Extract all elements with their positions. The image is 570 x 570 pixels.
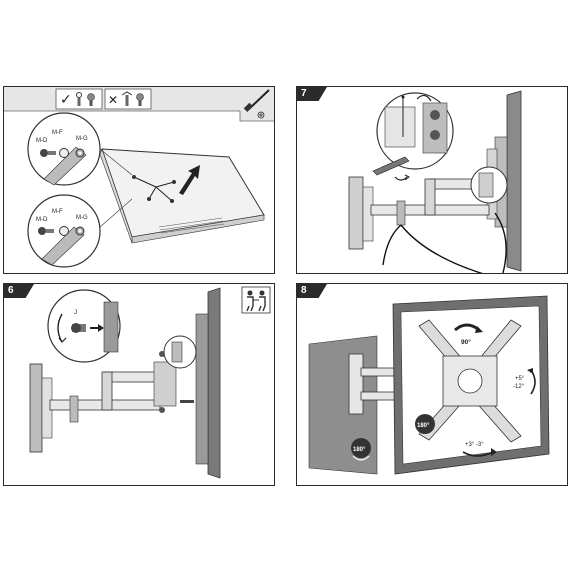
wrong-screw-icon	[121, 91, 144, 106]
detail-circle	[47, 289, 121, 363]
tv-back-flat	[99, 148, 265, 244]
label-md-upper: M-D	[36, 138, 48, 144]
label-mf-lower: M-F	[52, 209, 63, 215]
tilt-indicator	[527, 368, 536, 395]
step-7-panel: 7	[296, 86, 568, 274]
step-5b-illustration: ✓ ✕	[4, 87, 274, 268]
rotate-180-upper-indicator	[415, 411, 435, 434]
swivel-label: +3° -3°	[465, 442, 484, 448]
cable	[382, 212, 507, 273]
wall-plate	[29, 363, 53, 453]
two-person-icon	[241, 286, 271, 314]
step-6-panel: 6	[3, 283, 275, 486]
screw-parts-icon	[76, 92, 95, 106]
detail-circle-lower	[27, 194, 133, 268]
label-mg-upper: M-G	[76, 136, 88, 142]
label-md-lower: M-D	[36, 217, 48, 223]
cross-mark-icon: ✕	[108, 93, 118, 107]
rotate-180-lower-indicator	[351, 438, 371, 461]
screwdriver-icon	[243, 89, 270, 119]
label-j: J	[74, 310, 77, 316]
step-5b-panel: 5b ✓ ✕	[3, 86, 275, 274]
check-mark-icon: ✓	[60, 92, 72, 108]
step-6-illustration: J	[29, 286, 271, 479]
rotate-arrow-icon	[394, 176, 408, 181]
allen-key-icon	[372, 156, 410, 176]
label-mg-lower: M-G	[76, 215, 88, 221]
rotate-90-indicator	[454, 323, 483, 333]
step-7-illustration	[348, 90, 522, 273]
rotation-180-upper-label: 180°	[417, 423, 430, 429]
step-7-tag: 7	[297, 87, 327, 101]
detail-circle	[376, 92, 454, 170]
step-6-tag: 6	[4, 284, 34, 298]
step-8-panel: 8 90°	[296, 283, 568, 486]
wall-plate	[348, 176, 374, 250]
rotation-90-label: 90°	[461, 338, 471, 346]
tilt-minus-label: -12°	[513, 384, 525, 390]
tilt-plus-label: +5°	[515, 376, 525, 382]
label-mf-upper: M-F	[52, 130, 63, 136]
arm	[49, 361, 177, 423]
tv-side	[195, 287, 221, 479]
step-8-illustration: 90° 180° 180° +5° -12° +3° -3°	[308, 295, 550, 475]
detail-circle-upper	[27, 112, 133, 186]
rotation-180-lower-label: 180°	[353, 447, 366, 453]
swivel-indicator	[462, 448, 497, 457]
step-8-tag: 8	[297, 284, 327, 298]
